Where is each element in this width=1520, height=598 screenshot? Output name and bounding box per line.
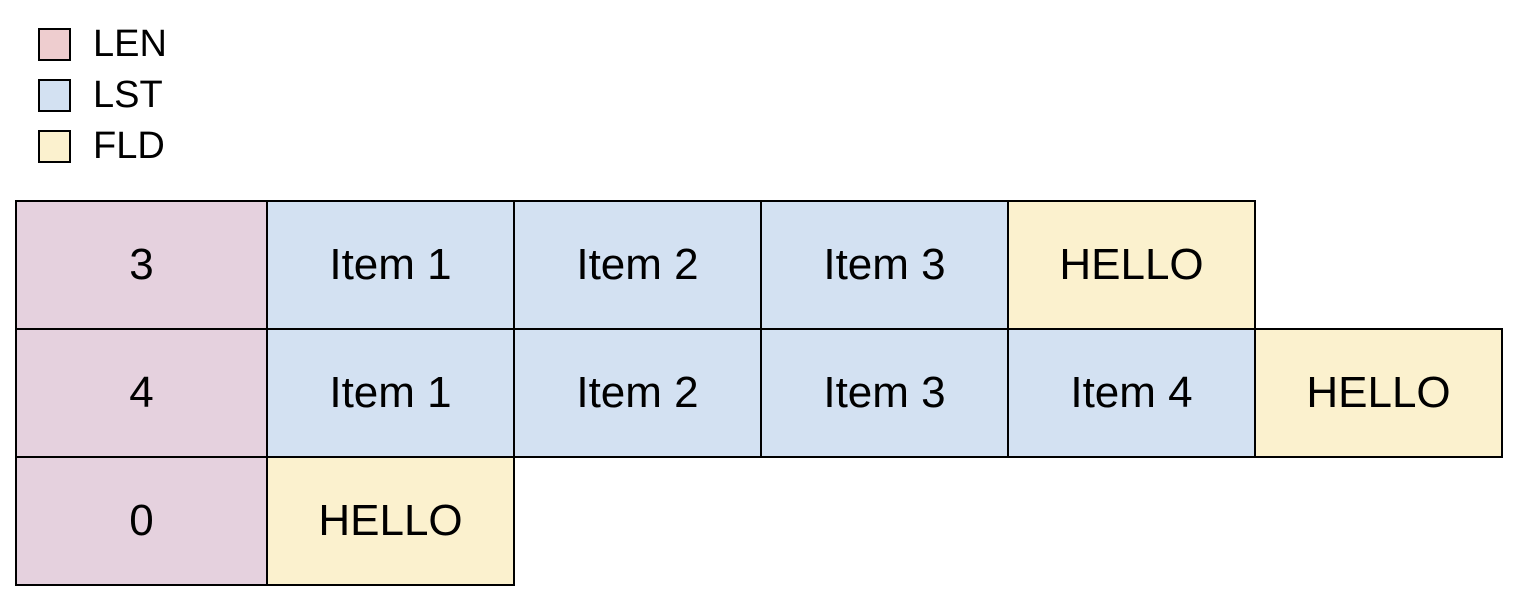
fld-swatch [38,129,71,163]
legend-label-len: LEN [93,23,167,65]
fld-cell: HELLO [266,456,515,586]
legend-item-fld: FLD [38,125,167,167]
item-cell: Item 3 [760,328,1009,458]
item-cell: Item 3 [760,200,1009,330]
len-cell: 0 [15,456,268,586]
fld-cell: HELLO [1007,200,1256,330]
legend-item-len: LEN [38,23,167,65]
item-cell: Item 2 [513,328,762,458]
legend-label-fld: FLD [93,125,165,167]
legend-item-lst: LST [38,74,167,116]
len-cell: 4 [15,328,268,458]
len-cell: 3 [15,200,268,330]
item-cell: Item 1 [266,328,515,458]
item-cell: Item 4 [1007,328,1256,458]
item-cell: Item 2 [513,200,762,330]
len-swatch [38,27,71,61]
legend: LEN LST FLD [38,23,167,180]
item-cell: Item 1 [266,200,515,330]
fld-cell: HELLO [1254,328,1503,458]
lst-swatch [38,78,71,112]
legend-label-lst: LST [93,74,163,116]
